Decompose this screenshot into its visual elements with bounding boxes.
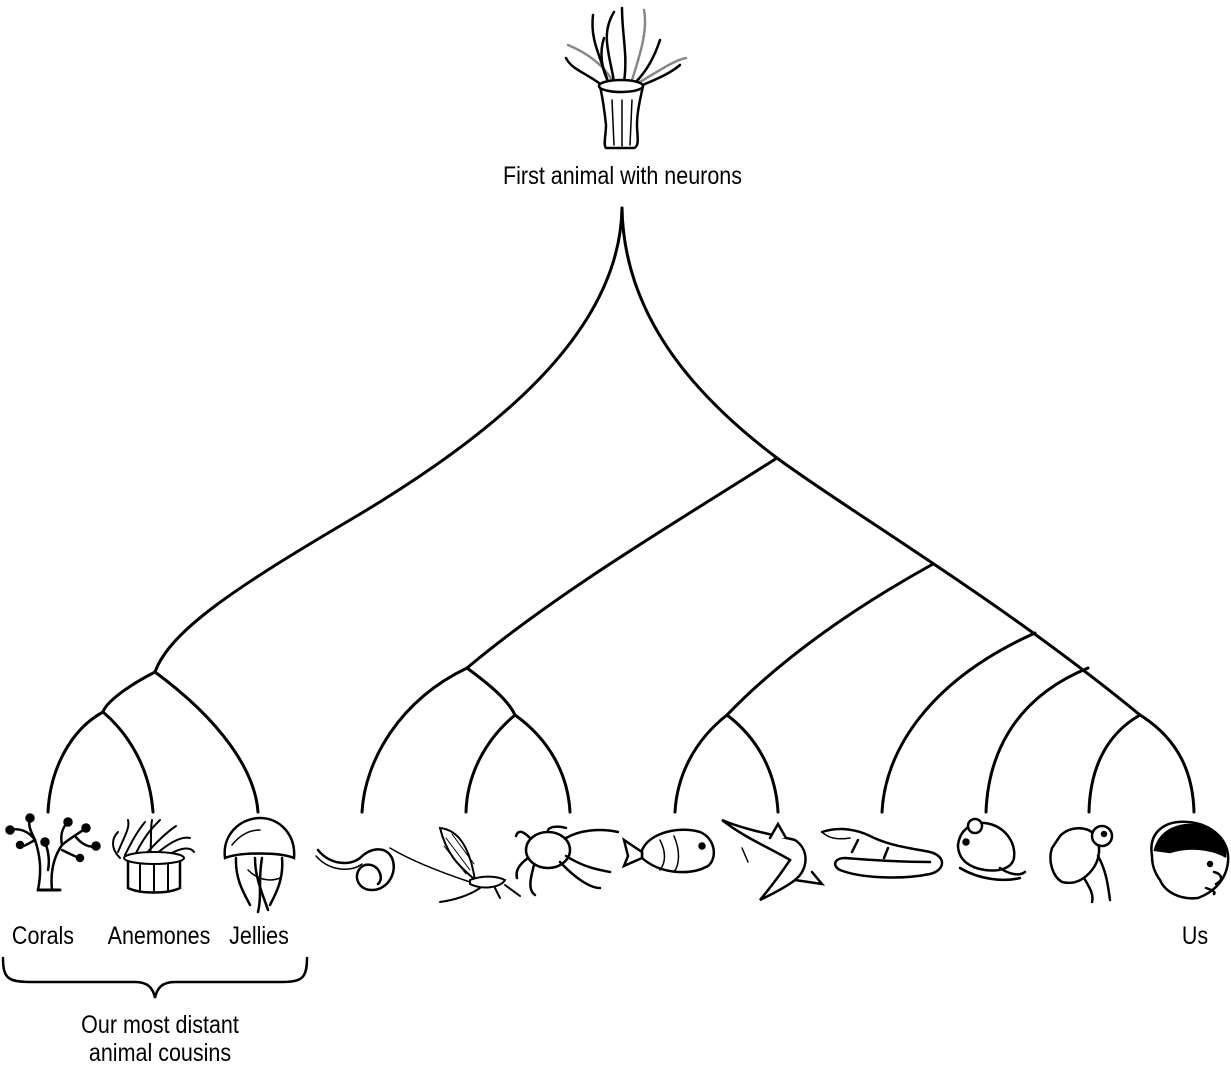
root-label: First animal with neurons bbox=[503, 162, 742, 190]
branch-tetrapods bbox=[880, 631, 1037, 814]
leaf-label-corals: Corals bbox=[11, 922, 75, 950]
group-brace bbox=[1, 956, 309, 999]
shark-icon bbox=[721, 818, 826, 902]
branch-worm bbox=[360, 666, 469, 814]
monkey-icon bbox=[1049, 824, 1114, 904]
worm-icon bbox=[315, 848, 395, 892]
anemone-icon bbox=[112, 819, 195, 894]
coral-icon bbox=[5, 813, 101, 892]
branch-fish bbox=[673, 713, 729, 814]
branch-arthropods bbox=[465, 666, 517, 717]
branch-fishes bbox=[725, 562, 935, 717]
mouse-icon bbox=[956, 817, 1027, 882]
mayfly-icon bbox=[389, 826, 521, 903]
branch-root-right bbox=[620, 206, 1142, 717]
leaf-label-us: Us bbox=[1181, 922, 1209, 950]
leaf-label-jellies: Jellies bbox=[229, 922, 289, 950]
crab-icon bbox=[514, 825, 620, 897]
branch-protostomes bbox=[465, 456, 779, 670]
branch-root-left bbox=[153, 206, 624, 674]
branch-shark bbox=[725, 713, 780, 814]
branch-crab bbox=[513, 713, 572, 814]
jellyfish-icon bbox=[223, 816, 296, 914]
branch-mammals bbox=[984, 666, 1090, 814]
leaf-label-anemones: Anemones bbox=[107, 922, 211, 950]
tree-branches bbox=[46, 206, 1196, 814]
branch-us bbox=[1138, 713, 1196, 814]
branch-primates bbox=[1087, 713, 1142, 814]
group-caption-line-2: animal cousins bbox=[88, 1039, 232, 1067]
branch-corals bbox=[46, 710, 105, 814]
branch-mayfly bbox=[464, 713, 517, 814]
anemone-ancestor-icon bbox=[564, 6, 688, 150]
group-caption-line-1: Our most distant bbox=[81, 1011, 239, 1039]
human-head-icon bbox=[1150, 820, 1230, 900]
branch-cnidaria-left bbox=[101, 670, 157, 714]
lizard-icon bbox=[820, 827, 944, 879]
branch-anemones bbox=[101, 710, 155, 814]
branch-cnidaria-jellies bbox=[153, 670, 260, 814]
fish-icon bbox=[621, 828, 716, 874]
group-caption: Our most distant animal cousins bbox=[53, 1011, 268, 1067]
